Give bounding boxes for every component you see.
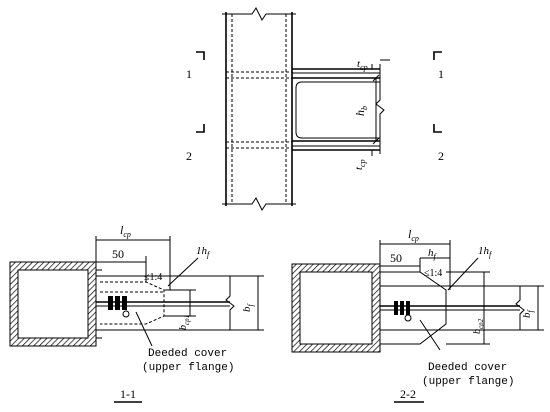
note-leader-2	[419, 319, 441, 351]
elevation-view: tcp hb tcp 1 1 2 2	[186, 7, 444, 211]
bolt-1a	[108, 296, 113, 310]
one-hf-leader-1	[167, 257, 199, 287]
bolt-1b	[115, 296, 120, 310]
dim50-label-1: 50	[112, 247, 124, 261]
bcp1-label: bcp1	[178, 315, 191, 330]
bolt-head-1	[122, 310, 130, 318]
note-line2-2: (upper flange)	[422, 376, 514, 388]
caption-2-2: 2-2	[400, 387, 416, 401]
column-box-inner-1	[17, 269, 89, 339]
bolt-group-1	[108, 296, 130, 318]
bf-label-1: bf	[241, 303, 255, 313]
bf-label-2: bf	[521, 309, 535, 319]
cut-label-1-left: 1	[186, 67, 192, 81]
lcp-label-2: lcp	[408, 227, 419, 243]
slope-label-1: ≤1:4	[144, 272, 162, 283]
bolt-2c	[406, 301, 410, 315]
cut-mark-2-right	[433, 124, 442, 133]
tcp-bot-label: tcp	[353, 159, 367, 170]
one-hf-label-1: 1hf	[196, 245, 211, 259]
section-1-1: lcp 50 ≤1:4 1hf bcp1 bf Deeded cover (up…	[9, 223, 264, 403]
one-hf-leader-2	[447, 257, 479, 291]
note-line1-1: Deeded cover	[148, 348, 227, 360]
note-leader-1	[135, 311, 153, 347]
hb-tick-top	[372, 74, 380, 82]
hb-label: hb	[353, 106, 369, 116]
break-line-bottom	[222, 197, 296, 211]
hf-label-2: hf	[428, 247, 438, 261]
lcp-label-1: lcp	[120, 223, 131, 239]
one-hf-label-2: 1hf	[478, 245, 493, 259]
beam-web-outline	[295, 81, 380, 139]
column-box-section-1	[9, 261, 97, 347]
beam-break-line	[375, 64, 385, 154]
column-box-inner-2	[299, 271, 373, 345]
section-2-2: lcp 50 hf ≤1:4 1hf bcp2 bf Deeded cover …	[291, 227, 544, 403]
dim50-label-2: 50	[390, 251, 402, 265]
cover-plate-outline-2	[380, 271, 447, 345]
cut-mark-1-right	[433, 51, 442, 60]
bolt-2a	[394, 301, 398, 315]
cut-mark-2-left	[196, 124, 205, 133]
bolt-head-2	[404, 314, 412, 322]
cut-label-2-left: 2	[186, 149, 192, 163]
caption-1-1: 1-1	[120, 387, 136, 401]
note-line1-2: Deeded cover	[428, 362, 507, 374]
bolt-1c	[122, 296, 127, 310]
tcp-top-label: tcp	[357, 58, 368, 72]
beam-break-2	[515, 286, 525, 330]
cut-mark-1-left	[196, 51, 205, 60]
column-box-section-2	[291, 263, 381, 353]
beam-break-1	[225, 276, 235, 330]
hb-tick-bot	[372, 137, 380, 145]
cut-label-1-right: 1	[438, 67, 444, 81]
cut-label-2-right: 2	[438, 149, 444, 163]
break-line-top	[222, 7, 296, 21]
bcp2-label: bcp2	[472, 318, 485, 334]
bolt-2b	[400, 301, 404, 315]
bolt-group-2	[394, 301, 412, 322]
note-line2-1: (upper flange)	[142, 362, 234, 374]
slope-label-2: ≤1:4	[424, 268, 442, 279]
